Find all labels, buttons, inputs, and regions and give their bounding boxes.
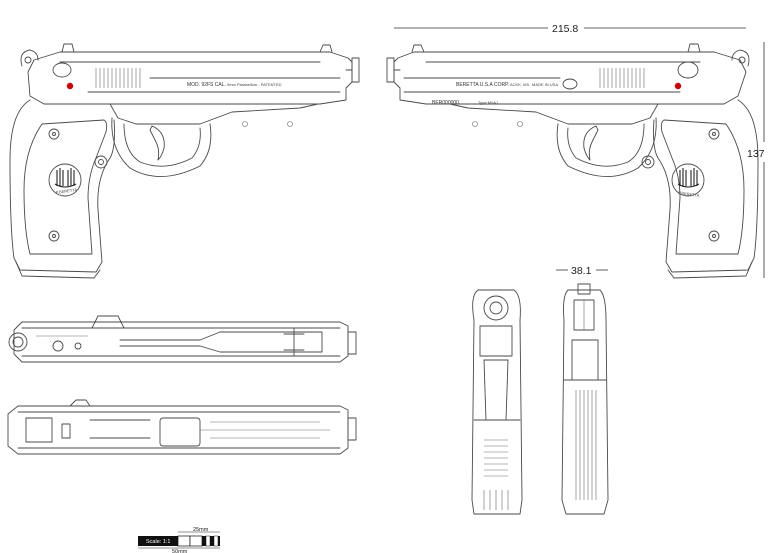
safety-dot-right <box>674 82 682 90</box>
dimension-width: 38.1 <box>556 265 608 277</box>
right-grip-logo: P.BERETTA <box>678 190 700 198</box>
right-serial: BER000000 <box>432 100 459 106</box>
scale-bar-25mm: 25mm <box>193 527 209 533</box>
left-grip-logo: P.BERETTA <box>55 187 77 195</box>
dimension-width-label: 38.1 <box>571 265 592 277</box>
dimension-height-label: 137 <box>747 148 765 160</box>
scale-bar-title-box <box>138 536 178 546</box>
scale-bar-50mm: 50mm <box>172 549 188 553</box>
top-view <box>8 315 357 363</box>
front-view <box>561 283 609 515</box>
dimension-length-label: 215.8 <box>552 23 578 35</box>
right-side-view: BERETTA U.S.A CORP. ACKK, MS. MADE IN US… <box>386 43 759 279</box>
left-side-view: MOD. 92FS CAL. 9mm Parabellum - PATENTED… <box>9 43 360 279</box>
right-engraving-made-in: MADE IN USA <box>532 82 558 87</box>
dimension-length: 215.8 <box>394 23 746 35</box>
right-engraving-maker: BERETTA U.S.A CORP. <box>456 82 509 88</box>
right-type: Type M9A1 <box>478 100 499 105</box>
safety-dot <box>66 82 74 90</box>
left-engraving-model: MOD. 92FS CAL. <box>187 82 226 88</box>
scale-bar: Scale: 1:1 25mm 50mm <box>138 527 220 553</box>
left-engraving-caliber: 9mm Parabellum - PATENTED <box>227 82 282 87</box>
rear-view <box>471 289 523 515</box>
bottom-view <box>7 399 357 455</box>
dimension-height: 137 <box>747 42 765 278</box>
right-engraving-location: ACKK, MS. <box>510 82 530 87</box>
scale-bar-title: Scale: 1:1 <box>146 539 170 545</box>
